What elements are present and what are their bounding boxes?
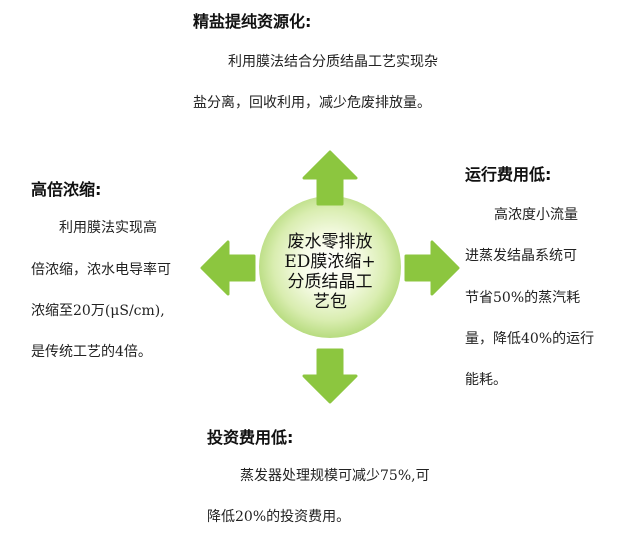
center-label-line-4: 艺包 <box>313 292 347 312</box>
right-benefit-line-2: 进蒸发结晶系统可 <box>465 248 577 264</box>
right-benefit-line-3: 节省50%的蒸汽耗 <box>465 290 581 306</box>
bottom-benefit-line-1: 蒸发器处理规模可减少75%,可 <box>240 468 430 484</box>
top-benefit-line-1: 利用膜法结合分质结晶工艺实现杂 <box>228 54 438 70</box>
arrow-up-icon <box>302 150 358 206</box>
right-benefit-title: 运行费用低: <box>465 165 552 184</box>
bottom-benefit-line-2: 降低20%的投资费用。 <box>207 509 351 525</box>
center-circle: 废水零排放 ED膜浓缩+ 分质结晶工 艺包 <box>259 196 401 338</box>
arrow-down-icon <box>302 348 358 404</box>
arrow-left-icon <box>200 240 256 296</box>
bottom-benefit-title: 投资费用低: <box>207 428 294 447</box>
center-label-line-2: ED膜浓缩+ <box>284 252 376 272</box>
top-benefit-line-2: 盐分离，回收利用，减少危废排放量。 <box>193 95 431 111</box>
right-benefit-line-4: 量，降低40%的运行 <box>465 331 595 347</box>
left-benefit-line-3: 浓缩至20万(μS/cm), <box>31 303 165 319</box>
center-label-line-3: 分质结晶工 <box>287 272 373 292</box>
left-benefit-line-4: 是传统工艺的4倍。 <box>31 344 152 360</box>
left-benefit-line-2: 倍浓缩，浓水电导率可 <box>31 262 171 278</box>
top-benefit-title: 精盐提纯资源化: <box>193 12 312 31</box>
center-label-line-1: 废水零排放 <box>287 232 373 252</box>
right-benefit-line-1: 高浓度小流量 <box>494 207 578 223</box>
right-benefit-line-5: 能耗。 <box>465 372 507 388</box>
arrow-right-icon <box>404 240 460 296</box>
center-label: 废水零排放 ED膜浓缩+ 分质结晶工 艺包 <box>259 232 401 312</box>
left-benefit-title: 高倍浓缩: <box>31 180 102 199</box>
left-benefit-line-1: 利用膜法实现高 <box>59 220 157 236</box>
